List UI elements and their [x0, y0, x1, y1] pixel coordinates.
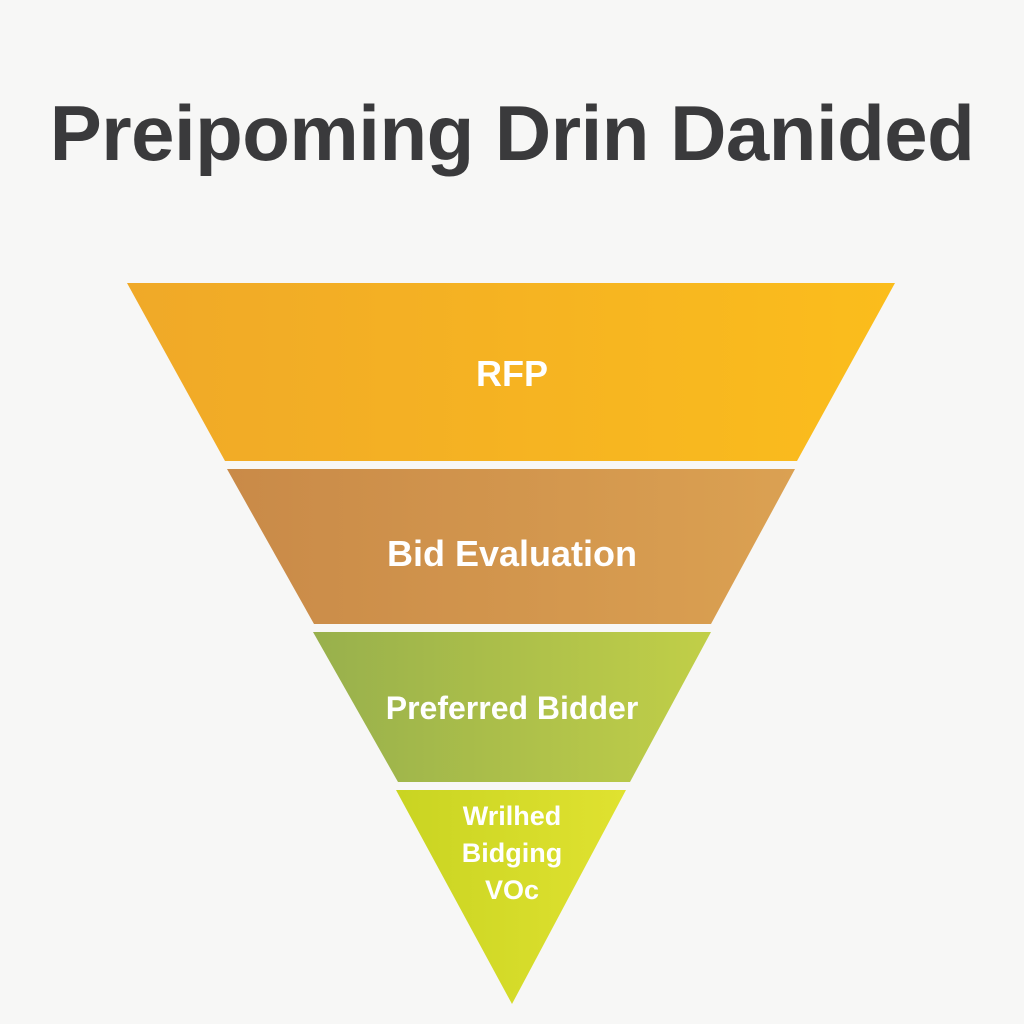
stage-label-final-line-3: VOc	[484, 875, 540, 905]
stage-label-preferred-bidder: Preferred Bidder	[385, 690, 639, 726]
stage-label-final-line-2: Bidging	[461, 838, 563, 868]
stage-label-bid-evaluation: Bid Evaluation	[386, 533, 638, 574]
stage-label-final: Wrilhed Bidging VOc	[0, 798, 1024, 909]
page-title: Preipoming Drin Danided	[49, 89, 975, 177]
funnel-stage-bid-evaluation	[227, 469, 795, 624]
funnel-stage-final	[396, 790, 626, 1004]
funnel-stage-preferred-bidder	[313, 632, 711, 782]
funnel-stage-rfp	[127, 283, 895, 461]
stage-label-rfp: RFP	[476, 353, 548, 394]
stage-label-final-line-1: Wrilhed	[462, 801, 562, 831]
